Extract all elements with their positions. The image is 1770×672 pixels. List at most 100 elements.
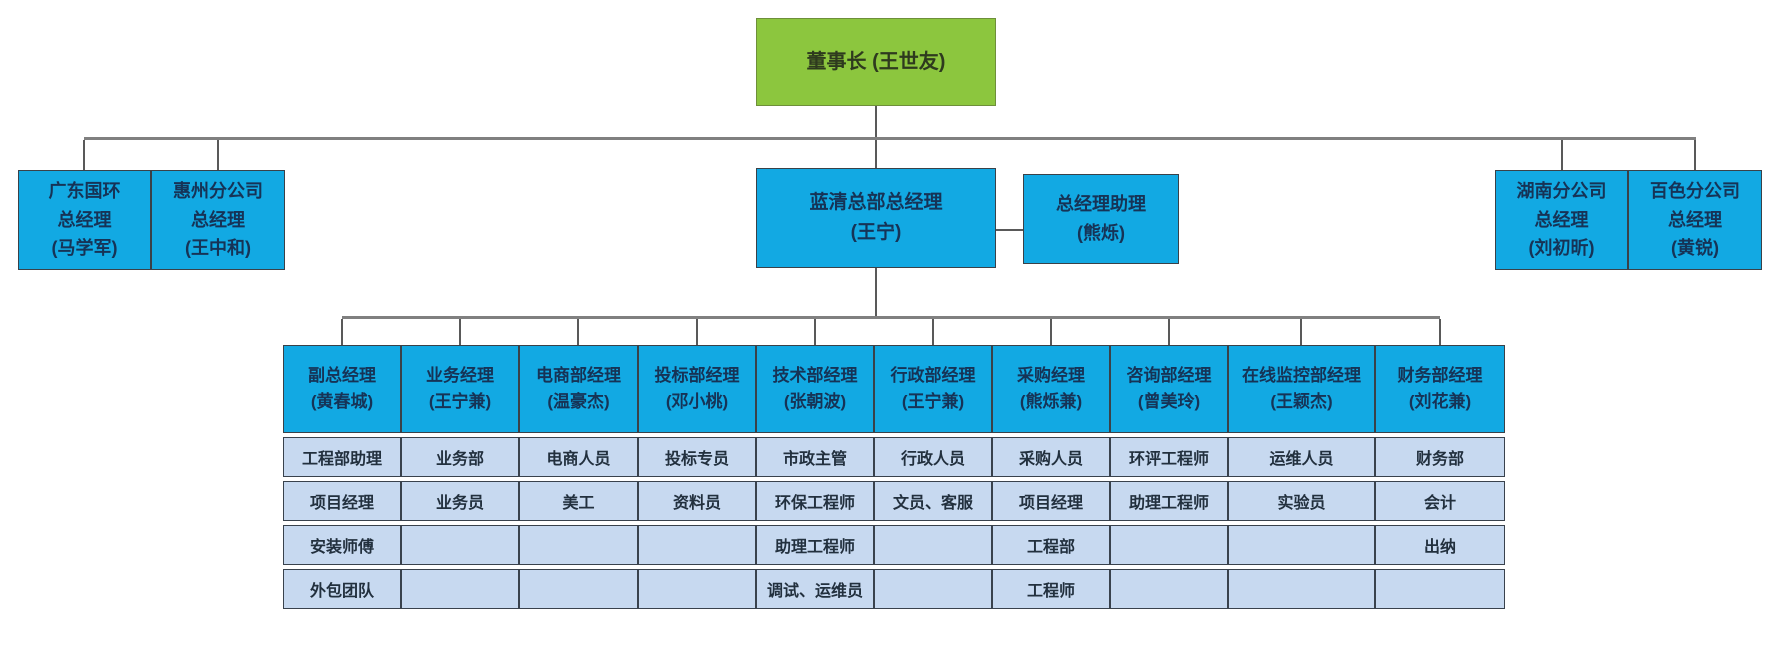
gm-title: 总经理 <box>57 209 112 230</box>
connector-drop-col10 <box>1439 319 1441 345</box>
department-table: 副总经理 (黄春城) 业务经理 (王宁兼) 电商部经理 (温豪杰) 投标部经理 … <box>283 345 1505 609</box>
staff-cell: 安装师傅 <box>283 525 401 565</box>
connector-drop-col5 <box>814 319 816 345</box>
dept-header-online-monitoring: 在线监控部经理 (王颖杰) <box>1228 345 1375 433</box>
connector-drop-col4 <box>696 319 698 345</box>
connector-level2-bus <box>342 316 1440 319</box>
gm-title: 总经理 <box>1534 209 1589 230</box>
dept-title: 在线监控部经理 <box>1242 365 1361 385</box>
staff-cell: 助理工程师 <box>1110 481 1228 521</box>
staff-cell: 投标专员 <box>638 437 756 477</box>
staff-cell <box>1110 569 1228 609</box>
gm-person: (刘初昕) <box>1528 238 1595 259</box>
gm-box-baise-branch: 百色分公司 总经理 (黄锐) <box>1628 170 1762 270</box>
gm-company: 百色分公司 <box>1650 180 1740 201</box>
staff-cell <box>638 525 756 565</box>
connector-drop-huizhou <box>217 140 219 170</box>
connector-drop-col8 <box>1168 319 1170 345</box>
connector-drop-col9 <box>1300 319 1302 345</box>
staff-cell: 助理工程师 <box>756 525 874 565</box>
dept-header-business: 业务经理 (王宁兼) <box>401 345 519 433</box>
dept-header-consulting: 咨询部经理 (曾美玲) <box>1110 345 1228 433</box>
connector-drop-hq <box>875 140 877 168</box>
staff-cell: 项目经理 <box>992 481 1110 521</box>
staff-cell <box>1228 525 1375 565</box>
dept-person: (黄春城) <box>310 392 374 411</box>
gm-box-huizhou-branch: 惠州分公司 总经理 (王中和) <box>151 170 285 270</box>
gm-assistant-box: 总经理助理 (熊烁) <box>1023 174 1179 264</box>
dept-person: (温豪杰) <box>547 392 610 411</box>
dept-person: (王宁兼) <box>428 392 492 411</box>
connector-level1-bus <box>84 137 1696 140</box>
staff-cell: 资料员 <box>638 481 756 521</box>
dept-person: (邓小桃) <box>665 392 729 411</box>
dept-title: 投标部经理 <box>654 365 740 385</box>
staff-cell: 采购人员 <box>992 437 1110 477</box>
connector-assistant-link <box>996 229 1023 231</box>
connector-drop-col7 <box>1050 319 1052 345</box>
staff-cell <box>519 569 638 609</box>
dept-title: 财务部经理 <box>1397 365 1483 385</box>
staff-cell: 会计 <box>1375 481 1505 521</box>
gm-person: (王宁) <box>850 222 902 243</box>
staff-cell: 工程部助理 <box>283 437 401 477</box>
staff-cell: 美工 <box>519 481 638 521</box>
connector-drop-col3 <box>577 319 579 345</box>
gm-person: (黄锐) <box>1671 238 1719 259</box>
connector-hq-feed <box>875 268 877 317</box>
dept-title: 副总经理 <box>308 365 376 385</box>
staff-cell: 工程部 <box>992 525 1110 565</box>
dept-title: 业务经理 <box>426 365 494 385</box>
staff-cell: 运维人员 <box>1228 437 1375 477</box>
assistant-person: (熊烁) <box>1077 223 1125 243</box>
staff-cell <box>401 525 519 565</box>
staff-cell: 实验员 <box>1228 481 1375 521</box>
gm-box-guangdong-guohuan: 广东国环 总经理 (马学军) <box>18 170 151 270</box>
staff-cell: 项目经理 <box>283 481 401 521</box>
dept-title: 电商部经理 <box>536 365 621 385</box>
staff-cell <box>1228 569 1375 609</box>
staff-cell: 电商人员 <box>519 437 638 477</box>
dept-person: (熊烁兼) <box>1019 392 1083 411</box>
staff-cell: 出纳 <box>1375 525 1505 565</box>
dept-header-technology: 技术部经理 (张朝波) <box>756 345 874 433</box>
chairman-label: 董事长 (王世友) <box>806 51 946 73</box>
staff-cell: 市政主管 <box>756 437 874 477</box>
staff-cell: 业务部 <box>401 437 519 477</box>
assistant-title: 总经理助理 <box>1056 194 1146 215</box>
staff-cell: 财务部 <box>1375 437 1505 477</box>
dept-header-bidding: 投标部经理 (邓小桃) <box>638 345 756 433</box>
dept-person: (王颖杰) <box>1270 392 1333 411</box>
connector-drop-gdgh <box>83 140 85 170</box>
dept-person: (张朝波) <box>783 392 847 411</box>
staff-cell: 行政人员 <box>874 437 992 477</box>
connector-drop-col1 <box>341 319 343 345</box>
gm-box-hunan-branch: 湖南分公司 总经理 (刘初昕) <box>1495 170 1628 270</box>
staff-cell <box>519 525 638 565</box>
dept-person: (刘花兼) <box>1408 392 1472 411</box>
dept-header-finance: 财务部经理 (刘花兼) <box>1375 345 1505 433</box>
staff-cell: 工程师 <box>992 569 1110 609</box>
staff-cell: 外包团队 <box>283 569 401 609</box>
dept-header-procurement: 采购经理 (熊烁兼) <box>992 345 1110 433</box>
staff-cell <box>874 525 992 565</box>
gm-person: (马学军) <box>51 238 118 259</box>
staff-cell: 文员、客服 <box>874 481 992 521</box>
dept-person: (曾美玲) <box>1137 392 1201 411</box>
gm-box-lanqing-hq: 蓝清总部总经理 (王宁) <box>756 168 996 268</box>
staff-cell <box>1110 525 1228 565</box>
dept-title: 咨询部经理 <box>1126 365 1212 385</box>
gm-title: 总经理 <box>1668 209 1722 230</box>
staff-cell <box>638 569 756 609</box>
dept-person: (王宁兼) <box>901 392 965 411</box>
connector-chairman-feed <box>875 106 877 138</box>
staff-cell: 业务员 <box>401 481 519 521</box>
staff-cell: 调试、运维员 <box>756 569 874 609</box>
dept-title: 技术部经理 <box>772 365 858 385</box>
staff-cell <box>874 569 992 609</box>
connector-drop-col2 <box>459 319 461 345</box>
gm-company: 广东国环 <box>48 180 121 201</box>
gm-title: 蓝清总部总经理 <box>809 191 943 213</box>
connector-drop-hunan <box>1561 140 1563 170</box>
